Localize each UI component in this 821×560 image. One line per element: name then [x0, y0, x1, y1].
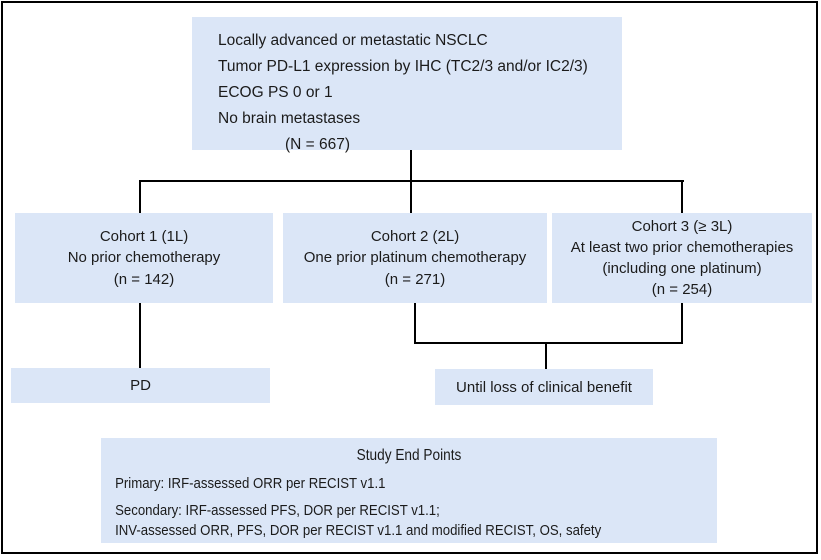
cohort2-desc: One prior platinum chemotherapy	[303, 249, 527, 267]
eligibility-line-2: Tumor PD-L1 expression by IHC (TC2/3 and…	[218, 58, 588, 75]
eligibility-line-3: ECOG PS 0 or 1	[218, 84, 333, 101]
endpoints-title: Study End Points	[356, 447, 462, 464]
connector-cohort3-down	[681, 303, 683, 344]
connector-join-horizontal	[414, 342, 683, 344]
clinical-benefit-label: Until loss of clinical benefit	[456, 378, 632, 396]
connector-branch-horizontal	[139, 180, 684, 182]
cohort1-n-count: (n = 142)	[113, 270, 175, 288]
endpoints-content: Study End Points Primary: IRF-assessed O…	[101, 438, 717, 541]
connector-cohort3-drop	[681, 180, 683, 213]
clinical-benefit-box: Until loss of clinical benefit	[435, 369, 653, 405]
cohort3-desc-2: (including one platinum)	[602, 260, 762, 277]
cohort1-title: Cohort 1 (1L)	[99, 227, 189, 245]
endpoints-box: Study End Points Primary: IRF-assessed O…	[101, 438, 717, 543]
endpoints-primary: Primary: IRF-assessed ORR per RECIST v1.…	[115, 475, 386, 492]
cohort3-desc: At least two prior chemotherapies	[570, 239, 794, 256]
connector-cohort1-to-pd	[139, 303, 141, 368]
eligibility-line-4: No brain metastases	[218, 110, 361, 127]
eligibility-box: Locally advanced or metastatic NSCLC Tum…	[192, 17, 622, 153]
endpoints-secondary-line-1: Secondary: IRF-assessed PFS, DOR per REC…	[115, 502, 440, 519]
endpoints-secondary-line-2: INV-assessed ORR, PFS, DOR per RECIST v1…	[115, 522, 602, 539]
cohort3-title: Cohort 3 (≥ 3L)	[631, 218, 733, 235]
connector-cohort1-drop	[139, 180, 141, 213]
cohort1-desc: No prior chemotherapy	[67, 249, 221, 267]
cohort1-box: Cohort 1 (1L) No prior chemotherapy (n =…	[15, 213, 273, 303]
cohort2-n-count: (n = 271)	[384, 270, 446, 288]
eligibility-line-1: Locally advanced or metastatic NSCLC	[218, 32, 488, 49]
eligibility-n-count: (N = 667)	[285, 136, 351, 153]
connector-cohort2-down	[414, 303, 416, 344]
cohort2-title: Cohort 2 (2L)	[370, 227, 460, 245]
cohort3-box: Cohort 3 (≥ 3L) At least two prior chemo…	[552, 213, 812, 303]
cohort2-box: Cohort 2 (2L) One prior platinum chemoth…	[283, 213, 547, 303]
pd-outcome-label: PD	[130, 377, 151, 394]
pd-outcome-box: PD	[11, 368, 270, 403]
connector-to-until-box	[545, 342, 547, 369]
cohort3-n-count: (n = 254)	[651, 281, 713, 298]
